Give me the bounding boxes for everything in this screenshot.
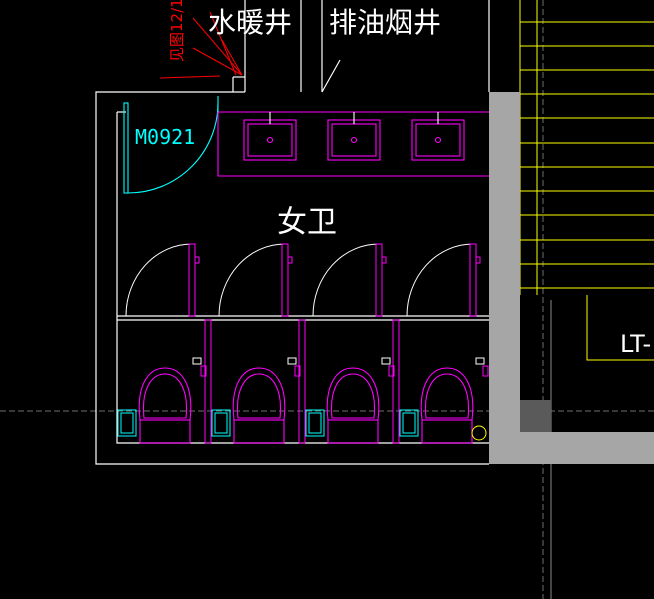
toilet-4 — [420, 367, 474, 444]
sink-1 — [243, 112, 297, 161]
room-name-label: 女卫 — [277, 205, 337, 240]
structural-walls — [489, 92, 654, 464]
oil-exhaust-shaft-label: 排油烟井 — [329, 6, 441, 39]
structural-column — [520, 400, 551, 432]
water-heating-shaft-label: 水暖井 — [208, 6, 292, 39]
stair-tag-label: LT- — [620, 330, 651, 358]
stall-doors — [125, 243, 474, 317]
stair-treads — [519, 0, 654, 361]
stall-door-leaves — [188, 243, 481, 317]
red-note-text: 见图12/18 — [168, 0, 186, 62]
shaft-walls — [244, 0, 490, 93]
toilet-3 — [326, 367, 380, 444]
sink-3 — [411, 112, 465, 161]
paper-holders — [192, 357, 489, 377]
toilet-2 — [232, 367, 286, 444]
floor-drains — [117, 409, 419, 437]
drain-point — [471, 425, 487, 441]
sink-2 — [327, 112, 381, 161]
toilet-1 — [138, 367, 192, 444]
red-annotation-lines — [159, 11, 243, 79]
door-code-label: M0921 — [135, 125, 195, 149]
door-swing — [123, 96, 219, 194]
stall-partitions — [204, 319, 400, 444]
